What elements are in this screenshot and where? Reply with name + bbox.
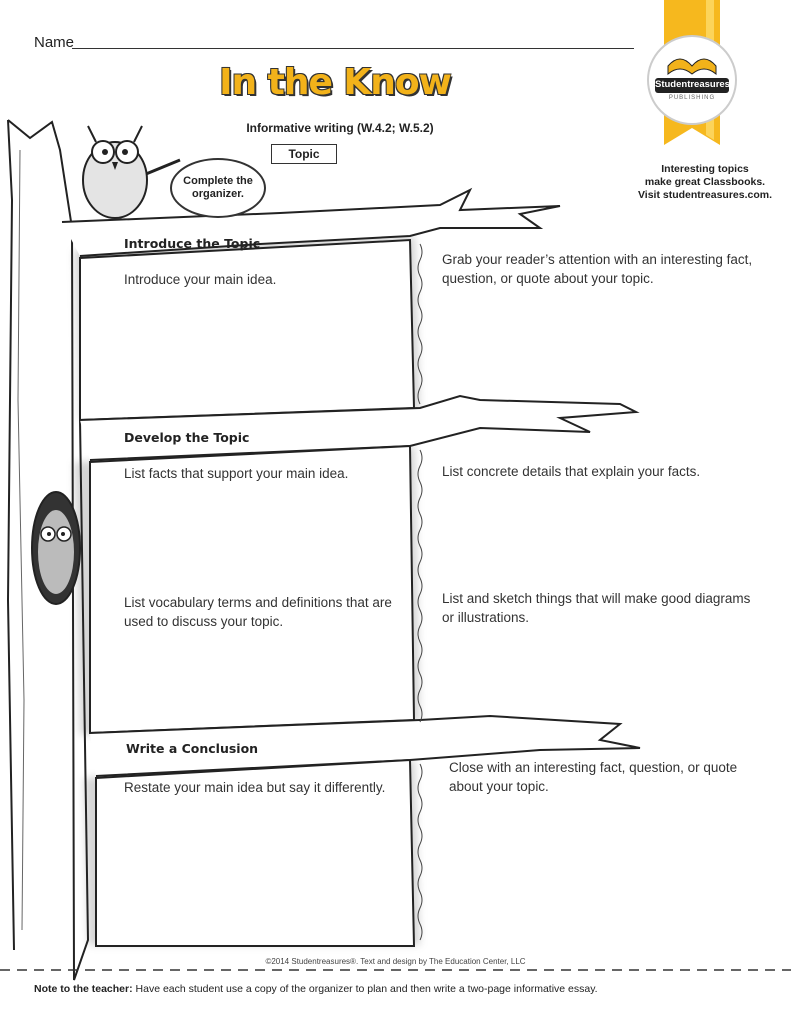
topic-box: Topic: [271, 144, 337, 164]
teacher-note: Note to the teacher: Have each student u…: [34, 983, 774, 995]
write-area-introduce-right[interactable]: [432, 300, 752, 400]
name-field[interactable]: [72, 48, 634, 49]
prompt-diagrams: List and sketch things that will make go…: [442, 591, 751, 625]
divider-3: [417, 763, 423, 941]
prompt-facts: List facts that support your main idea.: [124, 466, 349, 481]
name-label: Name: [34, 34, 75, 51]
copyright-text: ©2014 Studentreasures®. Text and design …: [265, 957, 526, 966]
logo-subtext: PUBLISHING: [668, 95, 716, 101]
logo-text: Studentreasures: [655, 79, 730, 90]
prompt-main-idea: Introduce your main idea.: [124, 272, 277, 287]
write-area-develop-facts[interactable]: [100, 490, 405, 585]
promo-text: Interesting topics make great Classbooks…: [620, 163, 790, 202]
prompt-restate: Restate your main idea but say it differ…: [124, 780, 386, 795]
write-area-develop-diagrams[interactable]: [432, 635, 752, 715]
prompt-grab-attention: Grab your reader’s attention with an int…: [442, 252, 753, 286]
prompt-close: Close with an interesting fact, question…: [449, 760, 738, 794]
write-area-develop-vocabulary[interactable]: [100, 635, 405, 715]
write-area-conclusion-left[interactable]: [105, 805, 405, 940]
section-heading-conclusion: Write a Conclusion: [126, 741, 259, 756]
prompt-details: List concrete details that explain your …: [442, 464, 701, 479]
teacher-note-text: Have each student use a copy of the orga…: [132, 983, 598, 995]
write-area-develop-details[interactable]: [432, 490, 752, 585]
subtitle: Informative writing (W.4.2; W.5.2): [246, 121, 434, 135]
divider-1: [417, 243, 423, 405]
divider-2: [417, 449, 423, 723]
speech-bubble-text: Complete the organizer.: [183, 175, 253, 200]
speech-bubble: Complete the organizer.: [170, 158, 266, 218]
write-area-introduce-left[interactable]: [95, 300, 405, 405]
promo-line: Interesting topics: [661, 163, 749, 175]
prompt-vocabulary: List vocabulary terms and definitions th…: [124, 595, 392, 629]
write-area-conclusion-right[interactable]: [432, 805, 752, 940]
owl-peek-icon: [31, 491, 81, 605]
owl-icon: [82, 125, 181, 219]
promo-link[interactable]: Visit studentreasures.com.: [637, 189, 773, 201]
section-heading-introduce: Introduce the Topic: [124, 236, 261, 251]
teacher-note-label: Note to the teacher:: [34, 983, 133, 995]
promo-line: make great Classbooks.: [644, 176, 766, 188]
page-title: In the Know: [219, 62, 452, 103]
section-heading-develop: Develop the Topic: [124, 430, 250, 445]
